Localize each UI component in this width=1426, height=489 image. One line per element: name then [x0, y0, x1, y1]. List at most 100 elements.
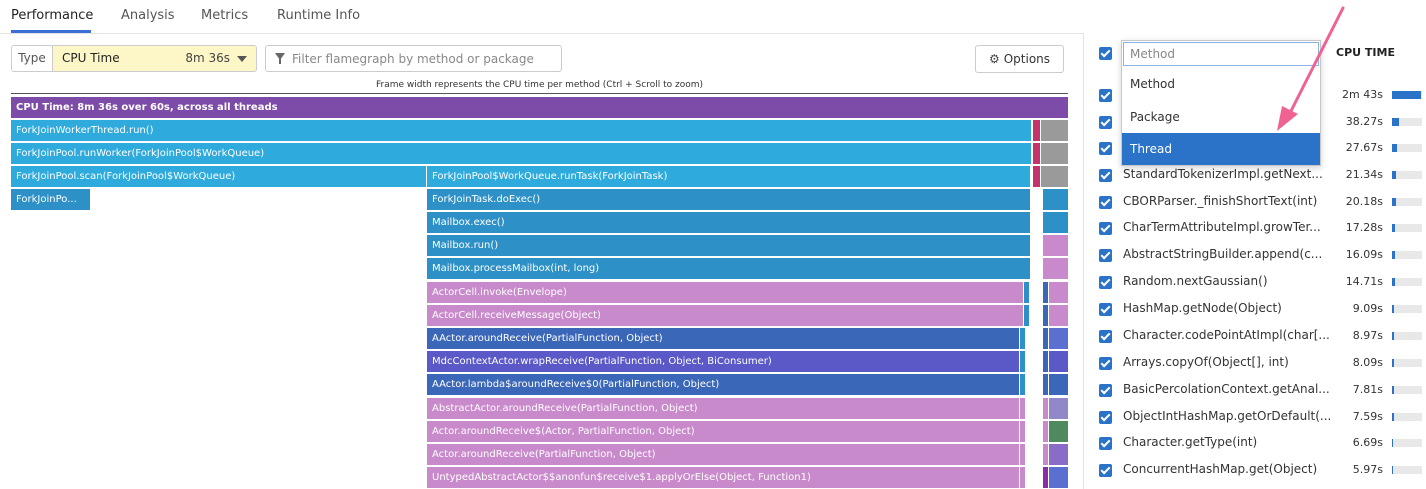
row-checkbox[interactable] [1099, 330, 1112, 343]
method-name[interactable]: CBORParser._finishShortText(int) [1123, 194, 1318, 208]
flame-frame[interactable] [1043, 421, 1048, 442]
row-checkbox[interactable] [1099, 249, 1112, 262]
row-checkbox[interactable] [1099, 222, 1112, 235]
flame-frame[interactable] [1024, 282, 1029, 303]
flame-frame[interactable]: ForkJoinWorkerThread.run() [11, 120, 1031, 141]
row-checkbox[interactable] [1099, 464, 1112, 477]
tab-performance[interactable]: Performance [11, 8, 94, 23]
row-checkbox[interactable] [1099, 142, 1112, 155]
method-name[interactable]: HashMap.getNode(Object) [1123, 301, 1282, 315]
flame-frame[interactable]: Actor.aroundReceive$(Actor, PartialFunct… [427, 421, 1019, 442]
flame-frame[interactable] [1043, 444, 1048, 465]
flame-frame[interactable]: ForkJoinPool.scan(ForkJoinPool$WorkQueue… [11, 166, 426, 187]
flame-frame[interactable] [1033, 120, 1040, 141]
flame-frame[interactable]: Mailbox.exec() [427, 212, 1030, 233]
tab-runtime-info[interactable]: Runtime Info [277, 8, 361, 23]
row-checkbox[interactable] [1099, 411, 1112, 424]
flame-frame[interactable] [1020, 398, 1025, 419]
flame-frame[interactable]: AbstractActor.aroundReceive(PartialFunct… [427, 398, 1019, 419]
flame-frame[interactable]: Mailbox.run() [427, 235, 1030, 256]
method-name[interactable]: CharTermAttributeImpl.growTer... [1123, 220, 1321, 234]
method-name[interactable]: Arrays.copyOf(Object[], int) [1123, 355, 1289, 369]
flame-frame[interactable] [1043, 467, 1048, 488]
flame-frame[interactable] [1049, 351, 1068, 372]
flame-frame[interactable]: ForkJoinPool.runWorker(ForkJoinPool$Work… [11, 143, 1031, 164]
flame-frame[interactable] [1043, 305, 1048, 326]
flame-frame[interactable] [1043, 212, 1068, 233]
flame-frame[interactable] [1020, 444, 1025, 465]
flame-frame[interactable] [1041, 166, 1068, 187]
flame-frame[interactable] [1041, 143, 1068, 164]
row-checkbox[interactable] [1099, 357, 1112, 370]
flame-frame[interactable]: Actor.aroundReceive(PartialFunction, Obj… [427, 444, 1019, 465]
flame-frame[interactable]: AActor.lambda$aroundReceive$0(PartialFun… [427, 374, 1019, 395]
tab-metrics[interactable]: Metrics [201, 8, 249, 23]
select-all-checkbox[interactable] [1099, 47, 1112, 60]
flame-frame[interactable] [1043, 398, 1048, 419]
flame-frame-root[interactable]: CPU Time: 8m 36s over 60s, across all th… [11, 97, 1068, 118]
row-checkbox[interactable] [1099, 169, 1112, 182]
cpu-time-bar [1392, 251, 1422, 259]
flame-frame[interactable]: AActor.aroundReceive(PartialFunction, Ob… [427, 328, 1019, 349]
method-name[interactable]: StandardTokenizerImpl.getNext... [1123, 167, 1323, 181]
flame-frame[interactable] [1043, 189, 1068, 210]
group-by-option-method[interactable]: Method [1130, 77, 1176, 91]
type-selector: Type CPU Time 8m 36s [11, 45, 257, 72]
flame-frame[interactable] [1024, 305, 1029, 326]
flame-frame[interactable] [1020, 374, 1025, 395]
flame-frame[interactable]: UntypedAbstractActor$$anonfun$receive$1.… [427, 467, 1019, 488]
flame-frame[interactable] [1043, 328, 1048, 349]
flame-frame[interactable] [1043, 235, 1068, 256]
flame-frame[interactable]: Mailbox.processMailbox(int, long) [427, 258, 1030, 279]
flame-frame[interactable] [1049, 282, 1068, 303]
cpu-time-bar-fill [1392, 439, 1393, 447]
method-name[interactable]: ConcurrentHashMap.get(Object) [1123, 462, 1318, 476]
flame-frame[interactable]: ActorCell.receiveMessage(Object) [427, 305, 1023, 326]
flame-frame[interactable]: ForkJoinTask.doExec() [427, 189, 1030, 210]
row-checkbox[interactable] [1099, 116, 1112, 129]
cpu-time-column-header[interactable]: CPU TIME [1336, 46, 1395, 59]
flame-frame[interactable] [1049, 398, 1068, 419]
row-checkbox[interactable] [1099, 196, 1112, 209]
tab-analysis[interactable]: Analysis [121, 8, 175, 23]
flame-frame[interactable] [1020, 467, 1025, 488]
flame-frame[interactable] [1049, 421, 1068, 442]
flame-frame[interactable]: ForkJoinPo... [11, 189, 90, 210]
method-name[interactable]: AbstractStringBuilder.append(c... [1123, 247, 1323, 261]
flame-frame[interactable] [1033, 143, 1040, 164]
method-name[interactable]: ObjectIntHashMap.getOrDefault(... [1123, 409, 1332, 423]
flame-frame[interactable]: ActorCell.invoke(Envelope) [427, 282, 1023, 303]
cpu-time-bar [1392, 171, 1422, 179]
method-name[interactable]: Character.getType(int) [1123, 435, 1258, 449]
flame-frame[interactable]: MdcContextActor.wrapReceive(PartialFunct… [427, 351, 1019, 372]
flame-frame[interactable] [1049, 374, 1068, 395]
flame-frame[interactable] [1049, 305, 1068, 326]
method-name[interactable]: Random.nextGaussian() [1123, 274, 1268, 288]
flame-frame[interactable] [1020, 328, 1025, 349]
type-dropdown[interactable]: CPU Time 8m 36s [53, 46, 256, 71]
flame-frame[interactable]: ForkJoinPool$WorkQueue.runTask(ForkJoinT… [427, 166, 1030, 187]
row-checkbox[interactable] [1099, 384, 1112, 397]
method-name[interactable]: Character.codePointAtImpl(char[... [1123, 328, 1330, 342]
flame-frame[interactable] [1043, 374, 1048, 395]
row-checkbox[interactable] [1099, 437, 1112, 450]
filter-input[interactable] [292, 50, 554, 68]
row-checkbox[interactable] [1099, 303, 1112, 316]
flame-frame[interactable] [1049, 444, 1068, 465]
group-by-search-input[interactable] [1123, 42, 1319, 66]
flame-frame[interactable] [1043, 282, 1048, 303]
group-by-option-package[interactable]: Package [1130, 110, 1180, 124]
flame-frame[interactable] [1049, 467, 1068, 488]
flame-frame[interactable] [1043, 258, 1068, 279]
flame-frame[interactable] [1020, 351, 1025, 372]
flame-frame[interactable] [1049, 328, 1068, 349]
flame-frame[interactable] [1020, 421, 1025, 442]
flame-frame[interactable] [1033, 166, 1040, 187]
flame-frame[interactable] [1043, 351, 1048, 372]
options-button[interactable]: ⚙Options [975, 45, 1064, 73]
row-checkbox[interactable] [1099, 276, 1112, 289]
row-checkbox[interactable] [1099, 89, 1112, 102]
method-name[interactable]: BasicPercolationContext.getAnal... [1123, 382, 1330, 396]
flame-frame[interactable] [1041, 120, 1068, 141]
group-by-option-thread[interactable]: Thread [1122, 133, 1320, 165]
